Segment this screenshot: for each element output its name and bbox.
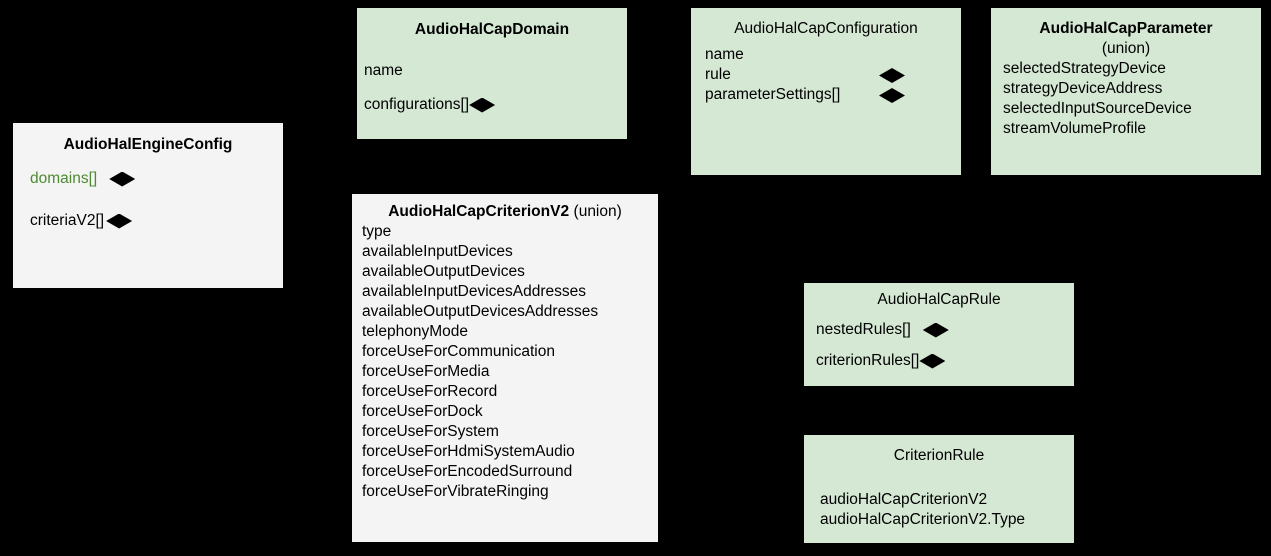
attr-label-domains: domains[]	[30, 170, 98, 187]
attr-label-forceusefordock: forceUseForDock	[362, 403, 483, 420]
attr-row-name[interactable]: name	[691, 45, 961, 65]
attr-label-forceuseforsystem: forceUseForSystem	[362, 423, 499, 440]
attr-label-forceuseforencodedsurround: forceUseForEncodedSurround	[362, 463, 573, 480]
box-title: AudioHalCapConfiguration	[734, 20, 918, 37]
attr-label-criteriav2: criteriaV2[]	[30, 212, 105, 229]
attr-label-streamvolumeprofile: streamVolumeProfile	[1003, 120, 1147, 137]
attr-label-strategydeviceaddress: strategyDeviceAddress	[1003, 80, 1163, 97]
box-audio-hal-engine-config[interactable]: AudioHalEngineConfig domains[] criteriaV…	[13, 123, 283, 288]
attr-row-parametersettings[interactable]: parameterSettings[]	[691, 85, 961, 105]
attr-label-audiohalcapcriterionv2-type: audioHalCapCriterionV2.Type	[820, 511, 1026, 528]
attr-row-criteriav2[interactable]: criteriaV2[]	[13, 211, 283, 231]
attr-label-forceuseforcommunication: forceUseForCommunication	[362, 343, 555, 360]
box-audio-hal-cap-configuration[interactable]: AudioHalCapConfiguration name rule param…	[691, 8, 961, 175]
attr-label-audiohalcapcriterionv2: audioHalCapCriterionV2	[820, 491, 988, 508]
box-title: AudioHalCapRule	[877, 291, 1001, 308]
attr-row-name[interactable]: name	[357, 61, 627, 81]
aggregation-diamond-icon	[922, 322, 949, 338]
box-title-row: AudioHalCapCriterionV2 (union)	[352, 202, 658, 222]
box-title: AudioHalCapCriterionV2	[388, 203, 570, 220]
attr-label-telephonymode: telephonyMode	[362, 323, 468, 340]
box-audio-hal-cap-parameter[interactable]: AudioHalCapParameter (union) selectedStr…	[991, 8, 1261, 175]
box-title: AudioHalCapParameter	[1039, 20, 1213, 37]
attr-label-nestedrules: nestedRules[]	[816, 321, 911, 338]
attr-label-availableinputdevices: availableInputDevices	[362, 243, 513, 260]
box-subtitle: (union)	[573, 203, 622, 220]
box-audio-hal-cap-criterion-v2[interactable]: AudioHalCapCriterionV2 (union) type avai…	[352, 194, 658, 542]
box-audio-hal-cap-domain[interactable]: AudioHalCapDomain name configurations[]	[357, 8, 627, 139]
attr-label-availableoutputdevicesaddresses: availableOutputDevicesAddresses	[362, 303, 599, 320]
attr-label-availableinputdevicesaddresses: availableInputDevicesAddresses	[362, 283, 587, 300]
aggregation-diamond-icon	[919, 353, 946, 369]
attr-label-forceuseforvibrateringing: forceUseForVibrateRinging	[362, 483, 549, 500]
attr-label-selectedstrategydevice: selectedStrategyDevice	[1003, 60, 1166, 77]
box-title: AudioHalCapDomain	[414, 21, 570, 38]
attr-label-forceuseformedia: forceUseForMedia	[362, 363, 490, 380]
attr-label-name: name	[705, 46, 744, 63]
box-audio-hal-cap-rule[interactable]: AudioHalCapRule nestedRules[] criterionR…	[804, 283, 1074, 386]
attr-label-forceuseforrecord: forceUseForRecord	[362, 383, 498, 400]
attr-row-nestedrules[interactable]: nestedRules[]	[804, 320, 1074, 340]
attr-label-parametersettings: parameterSettings[]	[705, 86, 841, 103]
attr-label-selectedinputsourcedevice: selectedInputSourceDevice	[1003, 100, 1192, 117]
attr-row-rule[interactable]: rule	[691, 65, 961, 85]
attr-row-configurations[interactable]: configurations[]	[357, 95, 627, 115]
attr-label-type: type	[362, 223, 392, 240]
attr-label-availableoutputdevices: availableOutputDevices	[362, 263, 525, 280]
aggregation-diamond-icon	[879, 88, 905, 103]
box-title: CriterionRule	[893, 447, 985, 464]
attr-label-forceuseforhdmisystemaudio: forceUseForHdmiSystemAudio	[362, 443, 575, 460]
box-title: AudioHalEngineConfig	[63, 136, 233, 153]
aggregation-diamond-icon	[109, 171, 136, 187]
box-criterion-rule[interactable]: CriterionRule audioHalCapCriterionV2 aud…	[804, 435, 1074, 543]
aggregation-diamond-icon	[106, 213, 133, 229]
attr-row-domains[interactable]: domains[]	[13, 169, 283, 189]
attr-row-criterionrules[interactable]: criterionRules[]	[804, 351, 1074, 371]
attr-label-rule: rule	[705, 66, 731, 83]
box-subtitle: (union)	[1101, 40, 1151, 57]
aggregation-diamond-icon	[469, 97, 496, 113]
attr-label-configurations: configurations[]	[364, 96, 470, 113]
attr-label-criterionrules: criterionRules[]	[816, 352, 920, 369]
aggregation-diamond-icon	[879, 68, 905, 83]
attr-label-name: name	[364, 62, 403, 79]
